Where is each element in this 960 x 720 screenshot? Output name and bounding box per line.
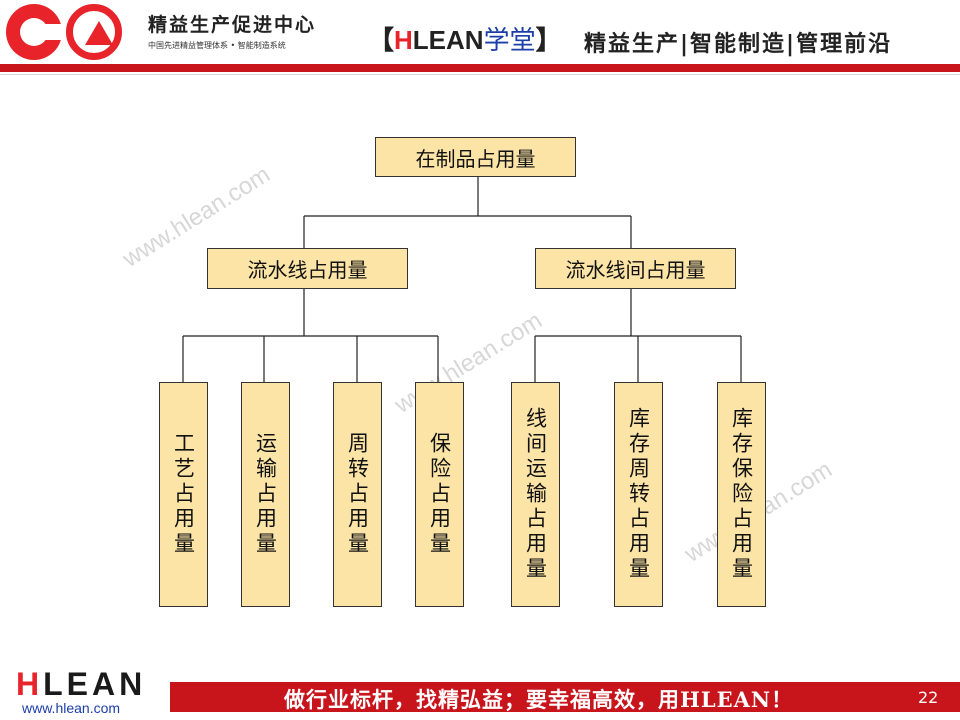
brand-subtitle: 中国先进精益管理体系 • 智能制造系统 — [148, 41, 286, 50]
root-node: 在制品占用量 — [375, 137, 576, 177]
left-branch-node: 流水线占用量 — [207, 248, 408, 289]
header-slogan: 精益生产|智能制造|管理前沿 — [584, 32, 893, 57]
leaf-node: 周转占用量 — [333, 382, 382, 607]
logo-l-mark — [66, 4, 122, 60]
header-thin-line — [0, 74, 960, 75]
leaf-node: 运输占用量 — [241, 382, 290, 607]
footer-slogan: 做行业标杆，找精弘益；要幸福高效，用HLEAN！ — [284, 687, 794, 712]
page-number: 22 — [918, 688, 939, 707]
leaf-node: 库存周转占用量 — [614, 382, 663, 607]
leaf-node: 工艺占用量 — [159, 382, 208, 607]
leaf-node: 线间运输占用量 — [511, 382, 560, 607]
leaf-node: 库存保险占用量 — [717, 382, 766, 607]
logo-c-mark — [6, 4, 64, 60]
brand-name: 精益生产促进中心 — [148, 14, 317, 36]
leaf-node: 保险占用量 — [415, 382, 464, 607]
hlean-xuetang-tag: 【HLEAN学堂】 — [368, 25, 562, 56]
right-branch-node: 流水线间占用量 — [535, 248, 736, 289]
footer-logo: HLEAN — [16, 666, 147, 702]
footer-bar — [170, 682, 960, 712]
footer-url[interactable]: www.hlean.com — [22, 700, 121, 716]
header-divider — [0, 64, 960, 72]
